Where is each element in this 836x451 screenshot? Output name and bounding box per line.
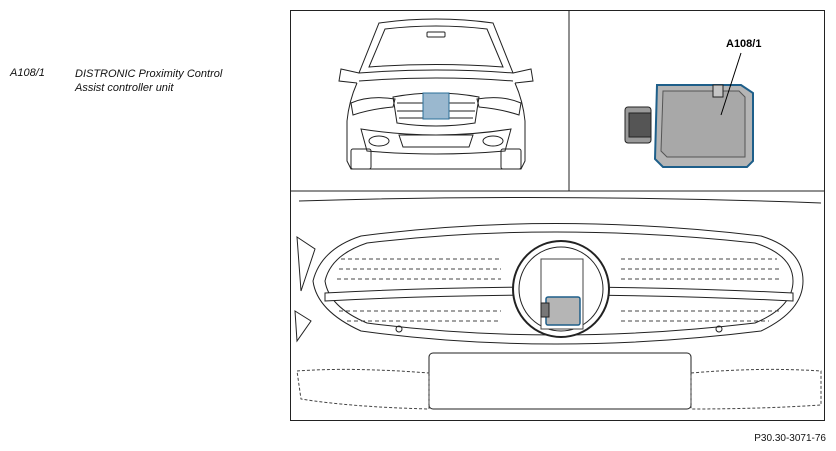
controller-in-grille (540, 296, 581, 326)
diagram-svg: A108/1 (291, 11, 824, 410)
callout-label: A108/1 (726, 38, 761, 50)
figure-reference: P30.30-3071-76 (754, 433, 826, 444)
legend-code: A108/1 (10, 67, 45, 79)
grille-closeup (294, 196, 822, 410)
legend-description-line-2: Assist controller unit (75, 82, 174, 94)
diagram-figure: A108/1 (290, 10, 825, 421)
controller-location-highlight (422, 92, 450, 120)
controller-unit-detail (624, 52, 754, 168)
legend-description: DISTRONIC Proximity Control Assist contr… (75, 67, 265, 95)
legend-description-line-1: DISTRONIC Proximity Control (75, 68, 223, 80)
